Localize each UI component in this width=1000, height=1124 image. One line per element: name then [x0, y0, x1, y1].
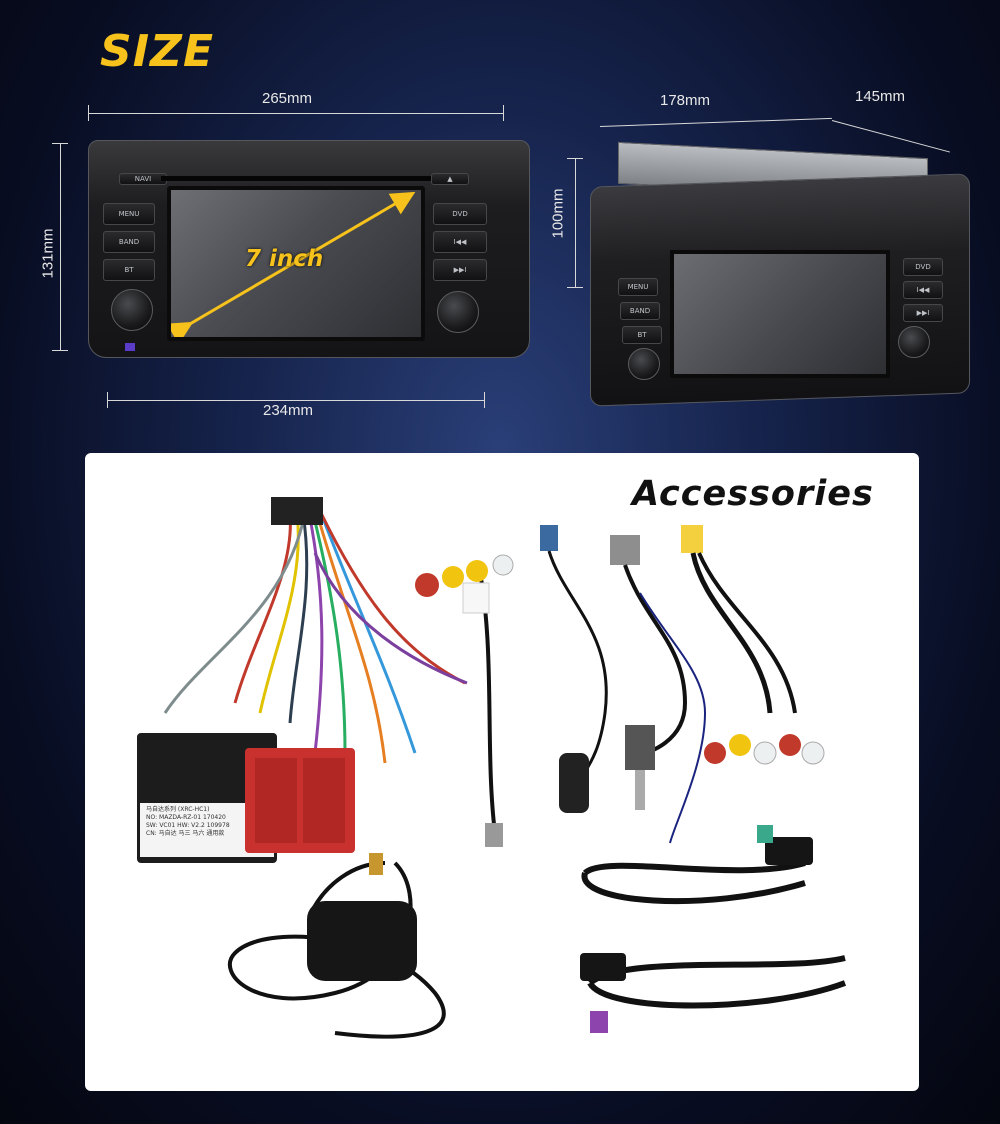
angled-next-button[interactable]: ▶▶I [903, 304, 943, 322]
side-height-tick-top [567, 158, 583, 159]
side-height-tick-bottom [567, 287, 583, 288]
front-bottom-tick-right [484, 392, 485, 408]
front-width-tick-right [503, 105, 504, 121]
next-button[interactable]: ▶▶I [433, 259, 487, 281]
disc-slot [161, 176, 431, 181]
yellow-connector [681, 525, 703, 553]
main-harness-wires [163, 512, 468, 764]
side-height-label: 100mm [549, 188, 567, 239]
rca-red [415, 573, 439, 597]
module-label: 马自达系列 (XRC-HC1) NO: MAZDA-RZ-01 170420 S… [146, 806, 276, 838]
angled-bt-button[interactable]: BT [622, 326, 662, 344]
front-height-label: 131mm [39, 228, 57, 279]
angled-prev-button[interactable]: I◀◀ [903, 281, 943, 299]
front-bottom-label: 234mm [263, 402, 314, 419]
module-label-line1: 马自达系列 (XRC-HC1) [146, 806, 210, 813]
volume-knob[interactable] [111, 289, 153, 331]
side-height-line [575, 158, 576, 288]
angled-band-button[interactable]: BAND [620, 302, 660, 320]
accessories-title: Accessories [632, 474, 874, 514]
bt-button[interactable]: BT [103, 259, 155, 281]
front-width-line [88, 113, 504, 114]
blue-connector [540, 525, 558, 551]
front-width-label: 265mm [262, 90, 313, 107]
module-label-line2: NO: MAZDA-RZ-01 170420 [146, 814, 226, 821]
audio-jack [559, 753, 589, 813]
front-screen: 7 inch [167, 186, 425, 341]
rca-yellow [442, 566, 464, 588]
gps-connector [369, 853, 383, 875]
side-width-label: 178mm [660, 92, 711, 109]
grey-connector [610, 535, 640, 565]
size-title: SIZE [100, 26, 215, 77]
antenna-plug [625, 725, 655, 770]
rca-connector [485, 823, 503, 847]
module-label-line4: CN: 马自达 马三 马六 通用款 [146, 830, 225, 837]
front-bottom-line [107, 400, 485, 401]
usb-port [125, 343, 135, 351]
screen-size-label: 7 inch [245, 246, 324, 272]
front-width-tick-left [88, 105, 89, 121]
menu-button[interactable]: MENU [103, 203, 155, 225]
angled-volume-knob[interactable] [628, 348, 660, 380]
prev-button[interactable]: I◀◀ [433, 231, 487, 253]
diagonal-arrow [171, 191, 416, 337]
angled-screen [670, 250, 890, 378]
usb-cable-1 [582, 860, 806, 876]
usb-cable-2 [588, 955, 846, 986]
front-height-tick-bottom [52, 350, 68, 351]
usb-socket-1 [765, 837, 813, 865]
angled-tune-knob[interactable] [898, 326, 930, 358]
gps-antenna [307, 901, 417, 981]
angled-dvd-button[interactable]: DVD [903, 258, 943, 276]
side-depth-label: 145mm [855, 88, 906, 105]
side-width-line [599, 117, 832, 127]
accessories-illustration [137, 497, 847, 1039]
front-bottom-tick-left [107, 392, 108, 408]
tune-knob[interactable] [437, 291, 479, 333]
band-button[interactable]: BAND [103, 231, 155, 253]
front-height-line [60, 143, 61, 351]
module-label-line3: SW: VC01 HW: V2.2 109978 [146, 822, 230, 829]
head-unit-front: NAVI ▲ MENU BAND BT DVD I◀◀ ▶▶I 7 inch [88, 140, 530, 358]
angled-menu-button[interactable]: MENU [618, 278, 658, 296]
harness-top-connector [271, 497, 323, 525]
eject-button[interactable]: ▲ [431, 173, 469, 185]
dvd-button[interactable]: DVD [433, 203, 487, 225]
usb-socket-2 [580, 953, 626, 981]
side-depth-line [831, 120, 950, 153]
navi-button[interactable]: NAVI [119, 173, 167, 185]
front-height-tick-top [52, 143, 68, 144]
